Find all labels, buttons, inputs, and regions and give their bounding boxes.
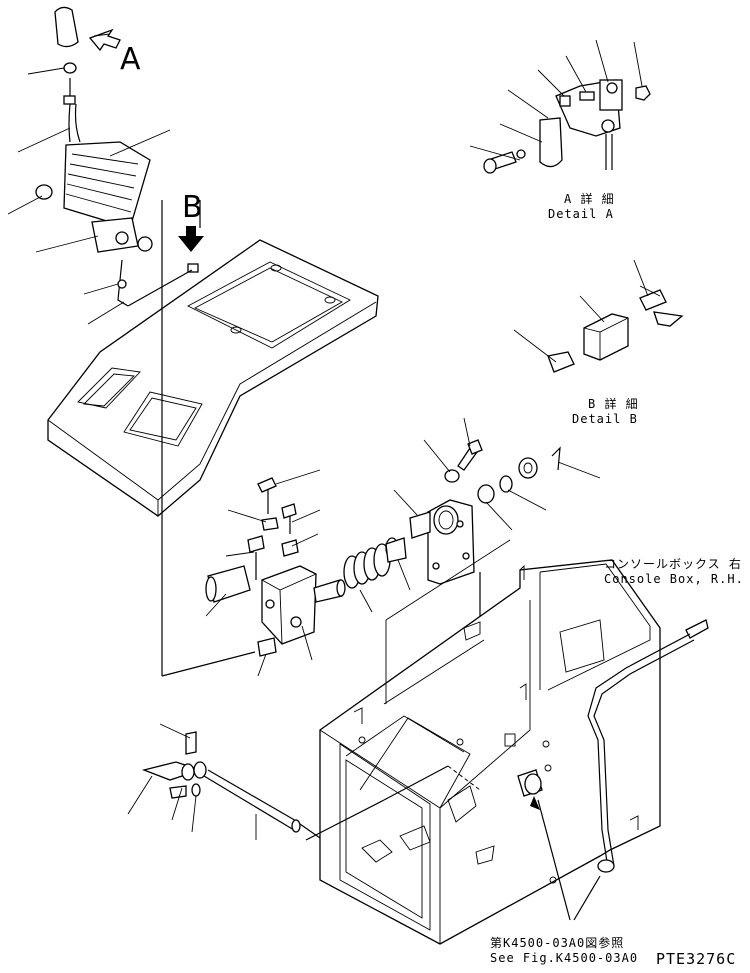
see-figure-jp: 第K4500-03A0図参照 bbox=[490, 936, 625, 950]
detail-a-title-jp: A 詳 細 bbox=[564, 192, 615, 206]
detail-a-title-en: Detail A bbox=[548, 207, 614, 221]
control-lever bbox=[54, 6, 81, 143]
figure-code: PTE3276C bbox=[656, 950, 737, 968]
rubber-boot bbox=[35, 141, 199, 307]
detail-b-title-jp: B 詳 細 bbox=[588, 397, 639, 411]
console-box-label-en: Console Box, R.H. bbox=[604, 572, 744, 586]
detail-b-title-en: Detail B bbox=[572, 412, 638, 426]
view-arrow-b bbox=[178, 226, 204, 252]
spring bbox=[343, 537, 407, 589]
hardware bbox=[444, 439, 561, 504]
frame-bolt bbox=[517, 769, 601, 921]
shift-rod bbox=[587, 619, 709, 873]
console-box-frame bbox=[319, 539, 661, 945]
view-label-b: B bbox=[182, 190, 203, 225]
view-label-a: A bbox=[120, 42, 141, 77]
console-cover bbox=[47, 239, 379, 517]
pivot-bracket bbox=[205, 477, 346, 657]
detail-a-parts bbox=[483, 79, 651, 174]
view-arrow-a bbox=[88, 28, 121, 52]
detail-b-parts bbox=[547, 289, 684, 373]
console-box-label-jp: コンソールボックス 右 bbox=[604, 557, 742, 571]
side-bracket bbox=[409, 499, 475, 585]
see-figure-en: See Fig.K4500-03A0 bbox=[490, 951, 639, 965]
